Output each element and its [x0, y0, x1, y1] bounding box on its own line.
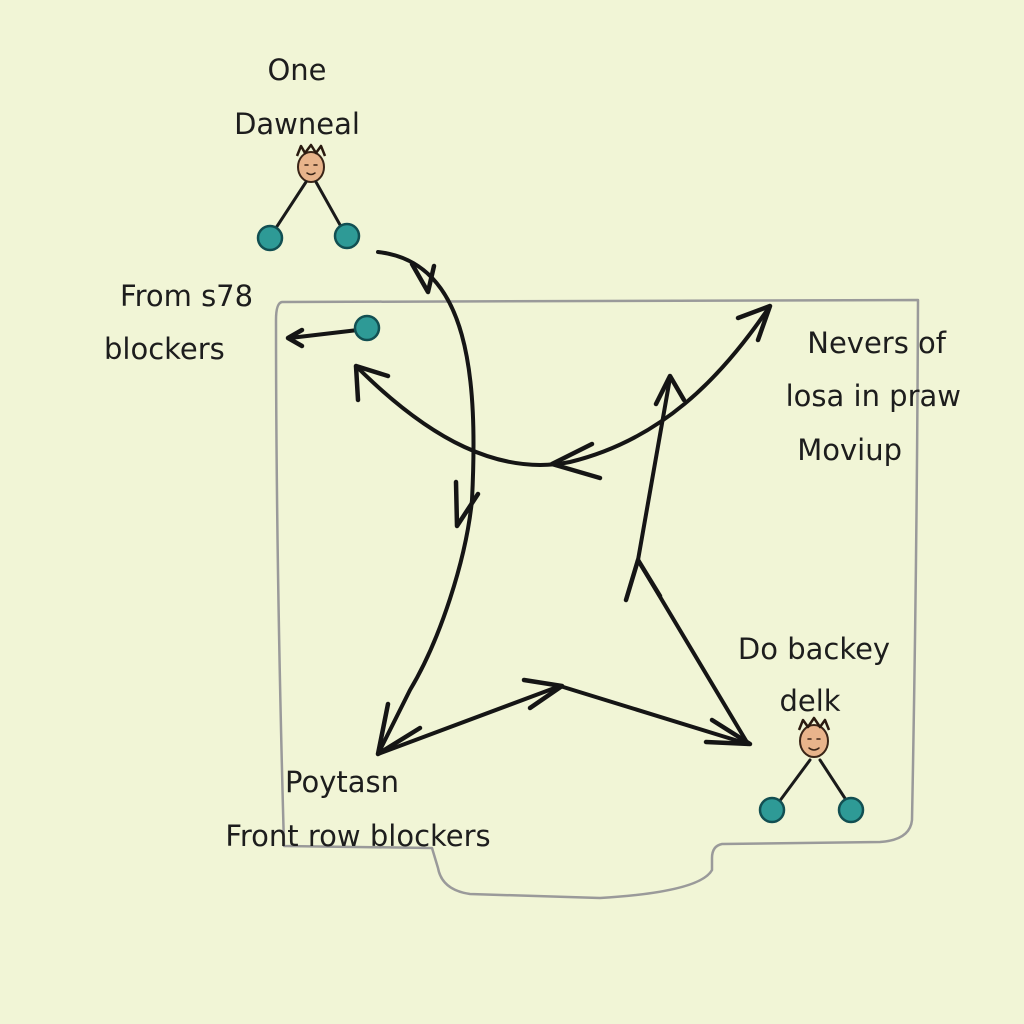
player-dot	[256, 224, 284, 252]
arrowhead-middle-cross	[549, 441, 603, 481]
route-arrows	[285, 250, 773, 757]
player-dot-left	[353, 314, 381, 342]
label-br-line2: delk	[779, 684, 840, 718]
label-left-line1: From s78	[120, 279, 253, 313]
court-outline	[274, 298, 920, 900]
label-bottom-line2: Front row blockers	[225, 819, 490, 853]
player-top	[256, 143, 361, 252]
label-right-line3: Moviup	[797, 433, 902, 467]
label-right-line1: Nevers of	[807, 326, 947, 360]
player-hair	[295, 143, 327, 157]
player-dot	[837, 796, 865, 824]
label-left-line2: blockers	[104, 332, 225, 366]
arrowhead-top-curve	[409, 261, 437, 295]
player-dot	[758, 796, 786, 824]
route-arrow-right-up	[636, 376, 750, 746]
route-arrow-from-top-player	[376, 250, 476, 756]
arrowhead-right-top	[653, 373, 687, 407]
label-right-line2: losa in praw	[786, 379, 961, 413]
player-head	[799, 724, 829, 758]
arrowhead-left-short	[285, 327, 305, 349]
arrowhead-top-right	[735, 303, 773, 343]
player-hair	[797, 716, 831, 731]
player-dot	[333, 222, 361, 250]
player-head	[297, 151, 325, 183]
arrowhead-upper-left	[353, 363, 391, 403]
player-bottom-right	[758, 716, 865, 824]
label-bottom-line1: Poytasn	[285, 765, 399, 799]
route-arrow-to-left-blocker	[288, 328, 360, 340]
label-top-line1: One	[267, 53, 326, 87]
route-arrow-crossing	[354, 304, 772, 467]
arrowhead-bottom-mid	[521, 677, 565, 711]
arrowhead-right-mid	[623, 557, 663, 603]
arrowhead-mid-left	[453, 479, 481, 529]
route-arrow-bottom-connector	[376, 684, 750, 756]
label-top-line2: Dawneal	[234, 107, 360, 141]
label-br-line1: Do backey	[738, 632, 890, 666]
